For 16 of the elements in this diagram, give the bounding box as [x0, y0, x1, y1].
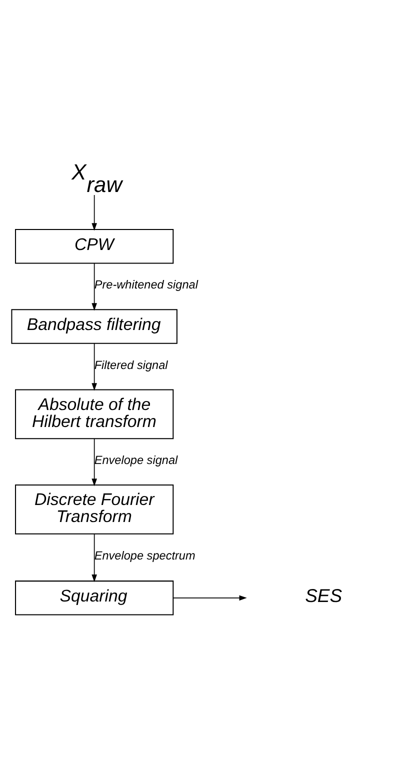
arrow — [172, 595, 247, 601]
arrow — [92, 438, 97, 486]
arrow — [92, 343, 97, 391]
node-text: SES — [305, 584, 342, 606]
arrow — [92, 194, 97, 231]
arrow — [92, 534, 97, 582]
node-box: Absolute of the Hilbert transform — [15, 389, 174, 440]
node-box: CPW — [15, 229, 174, 264]
edge-label: Pre-whitened signal — [94, 278, 198, 292]
arrow — [92, 263, 97, 311]
node-box: Discrete Fourier Transform — [15, 484, 174, 534]
node-box: Bandpass filtering — [11, 309, 178, 344]
edge-label: Filtered signal — [94, 358, 168, 372]
edge-label: Envelope spectrum — [94, 548, 196, 562]
edge-label: Envelope signal — [94, 453, 178, 468]
node-box: Squaring — [15, 580, 174, 616]
